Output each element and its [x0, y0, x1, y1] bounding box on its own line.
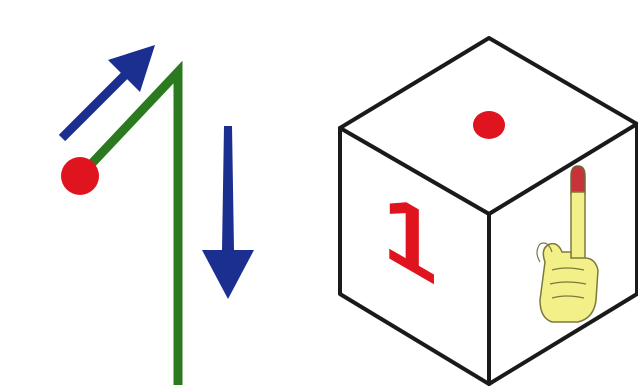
numeral-one-stroke	[80, 72, 178, 385]
stroke-start-dot	[61, 157, 99, 195]
arrow-down-icon	[202, 126, 254, 299]
cube: 1	[340, 38, 637, 384]
stroke-diagram	[61, 45, 254, 385]
red-dot-icon	[473, 111, 505, 139]
arrow-up-right-icon	[62, 45, 155, 138]
